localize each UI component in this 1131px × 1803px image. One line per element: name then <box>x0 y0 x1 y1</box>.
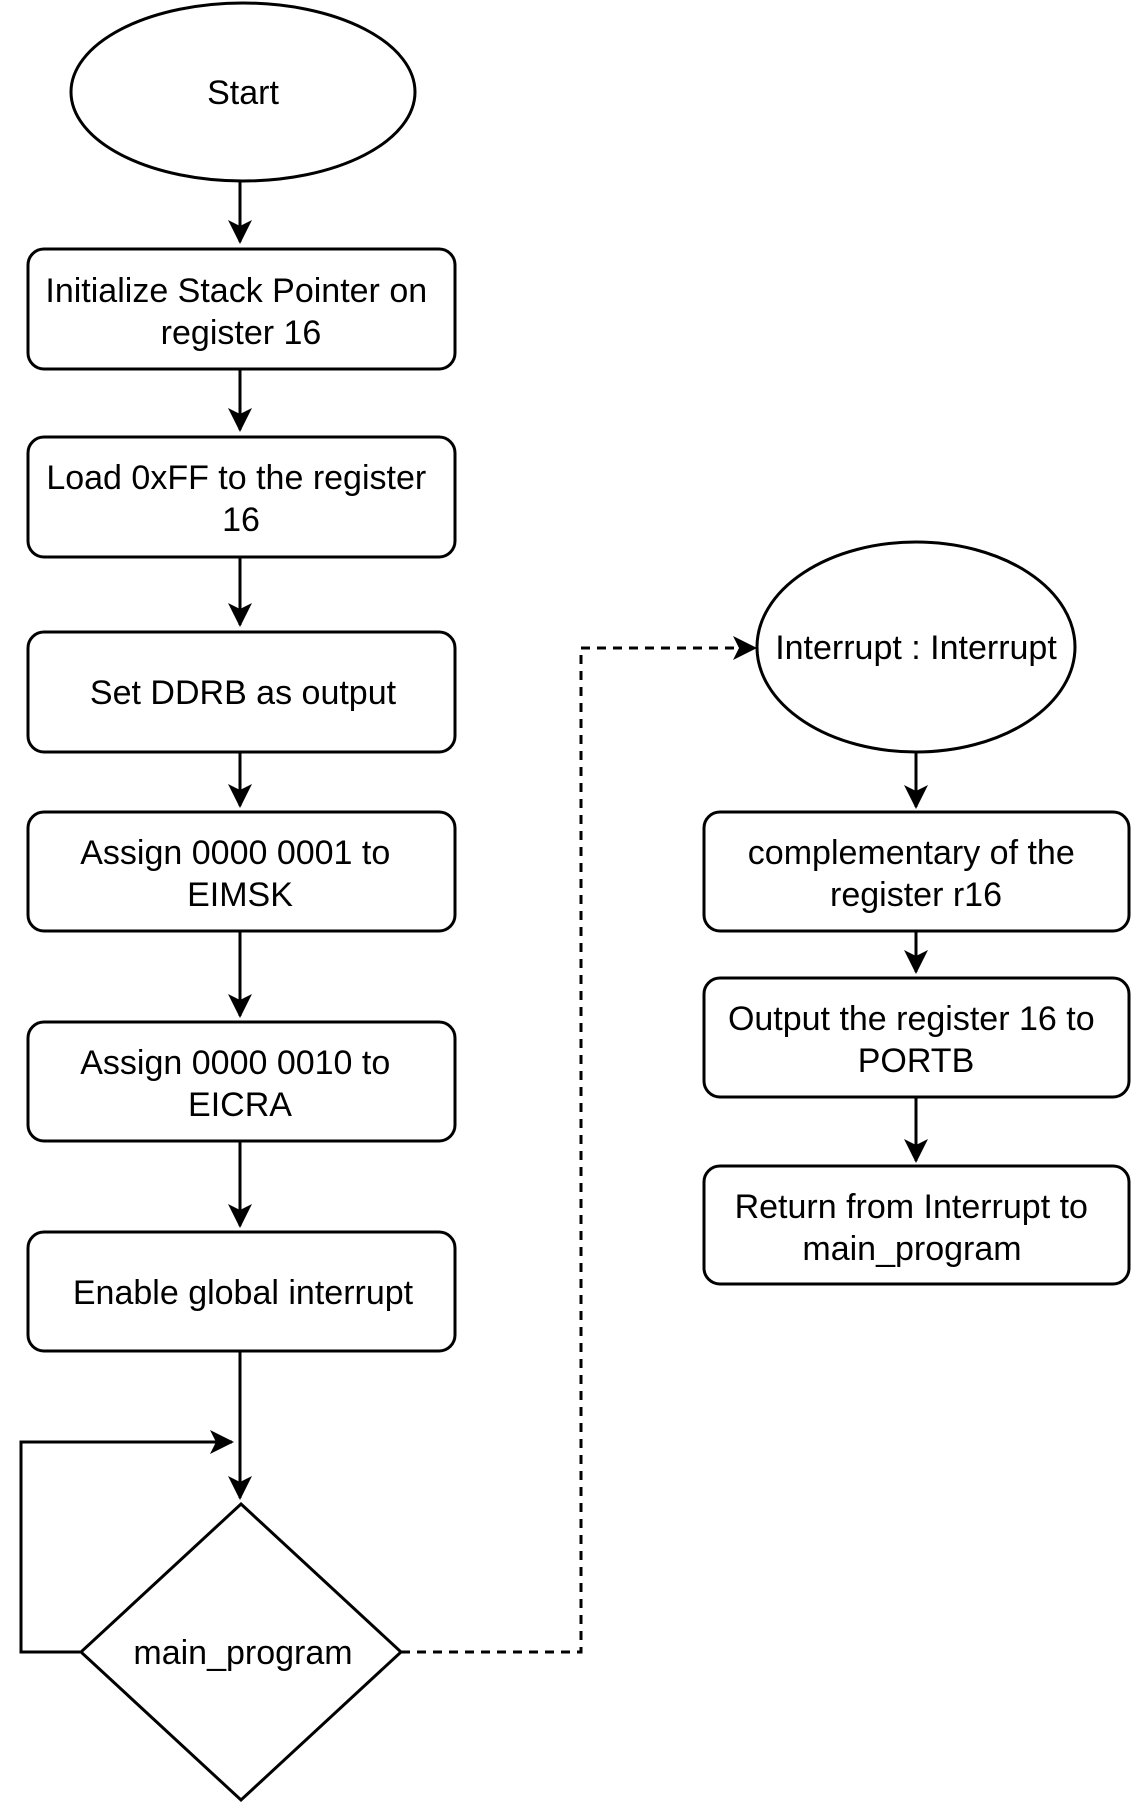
enable-interrupt-label: Enable global interrupt <box>73 1274 414 1312</box>
interrupt-ellipse <box>755 540 1077 754</box>
init-stack-box <box>26 247 457 371</box>
svg-text:Output the register 16 to: Output the register 16 to PORTB <box>728 1000 1104 1080</box>
node-return-interrupt: Return from Interrupt to main_program <box>702 1164 1131 1286</box>
main-program-label: main_program <box>133 1634 352 1672</box>
start-ellipse <box>69 1 417 183</box>
assign-eicra-label-line2: EICRA <box>188 1086 292 1124</box>
complement-box <box>702 810 1131 933</box>
set-ddrb-box <box>26 630 457 754</box>
return-interrupt-label-line1: Return from Interrupt to <box>735 1188 1088 1226</box>
output-portb-label-line1: Output the register 16 to <box>728 1000 1095 1038</box>
main-program-diamond <box>78 1501 404 1803</box>
node-enable-interrupt: Enable global interrupt <box>26 1230 457 1353</box>
assign-eimsk-label-line2: EIMSK <box>187 876 293 914</box>
svg-text:complementary of the reg: complementary of the register r16 <box>748 834 1084 914</box>
assign-eicra-label-line1: Assign 0000 0010 to <box>80 1044 390 1082</box>
enable-interrupt-box <box>26 1230 457 1353</box>
load-ff-label-line2: 16 <box>222 501 260 539</box>
node-load-ff: Load 0xFF to the register 16 <box>26 435 457 559</box>
complement-label-line2: register r16 <box>830 876 1002 914</box>
node-start: Start <box>69 1 417 183</box>
init-stack-label-line1: Initialize Stack Pointer on <box>45 272 427 310</box>
return-interrupt-label-line2: main_program <box>802 1230 1021 1268</box>
svg-text:Interrupt : Interrupt: Interrupt : Interrupt <box>775 629 1057 667</box>
node-main-program: main_program <box>78 1501 404 1803</box>
init-stack-label-line2: register 16 <box>161 314 322 352</box>
interrupt-label: Interrupt : Interrupt <box>775 629 1057 667</box>
node-init-stack: Initialize Stack Pointer on register 16 <box>26 247 457 371</box>
svg-text:Initialize Stack Pointer on: Initialize Stack Pointer on register 16 <box>45 272 436 352</box>
svg-text:Start: Start <box>207 74 279 112</box>
set-ddrb-label: Set DDRB as output <box>90 674 397 712</box>
svg-text:main_program: main_program <box>133 1634 352 1672</box>
node-assign-eimsk: Assign 0000 0001 to EIMSK <box>26 810 457 933</box>
node-set-ddrb: Set DDRB as output <box>26 630 457 754</box>
svg-text:Return from Interrupt to: Return from Interrupt to main_program <box>735 1188 1098 1268</box>
start-label: Start <box>207 74 279 112</box>
svg-text:Set DDRB as output: Set DDRB as output <box>90 674 397 712</box>
node-complement: complementary of the register r16 <box>702 810 1131 933</box>
return-interrupt-box <box>702 1164 1131 1286</box>
svg-text:Load 0xFF to the register: Load 0xFF to the register 16 <box>46 459 435 539</box>
node-interrupt: Interrupt : Interrupt <box>755 540 1077 754</box>
edge-main-to-interrupt <box>401 636 757 1654</box>
complement-label-line1: complementary of the <box>748 834 1075 872</box>
svg-text:Enable global interrupt: Enable global interrupt <box>73 1274 414 1312</box>
output-portb-label-line2: PORTB <box>858 1042 975 1080</box>
svg-text:Assign 0000 0010 to EICR: Assign 0000 0010 to EICRA <box>80 1044 399 1124</box>
assign-eicra-box <box>26 1020 457 1143</box>
load-ff-label-line1: Load 0xFF to the register <box>46 459 426 497</box>
assign-eimsk-label-line1: Assign 0000 0001 to <box>80 834 390 872</box>
output-portb-box <box>702 976 1131 1099</box>
load-ff-box <box>26 435 457 559</box>
edges <box>19 182 928 1654</box>
node-output-portb: Output the register 16 to PORTB <box>702 976 1131 1099</box>
node-assign-eicra: Assign 0000 0010 to EICRA <box>26 1020 457 1143</box>
edge-main-loop-back <box>19 1430 234 1654</box>
assign-eimsk-box <box>26 810 457 933</box>
svg-text:Assign 0000 0001 to EIMS: Assign 0000 0001 to EIMSK <box>80 834 399 914</box>
